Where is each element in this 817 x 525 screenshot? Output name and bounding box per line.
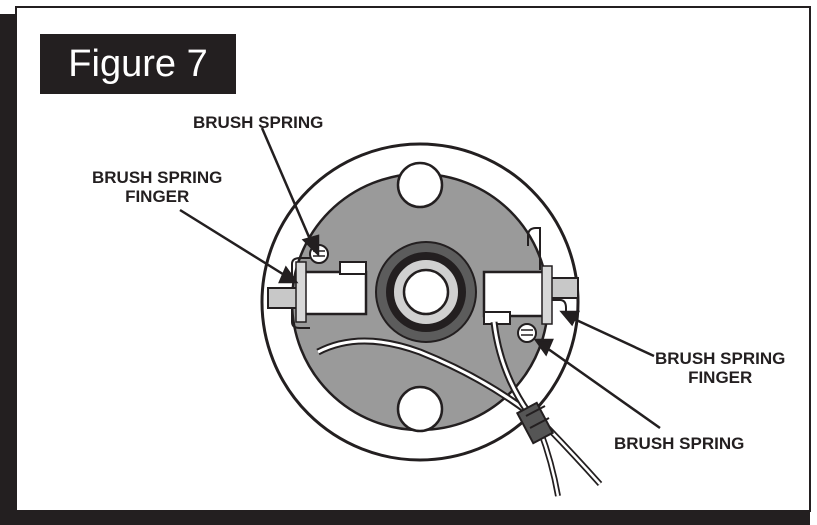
leader-lines — [179, 127, 661, 430]
arrowhead-right-finger — [559, 310, 581, 327]
callout-bottom-right-brush-spring: BRUSH SPRING — [614, 434, 744, 453]
callout-left-brush-spring-finger-line1: BRUSH SPRING — [92, 168, 223, 187]
wire-connector — [515, 401, 555, 445]
leader-bottom-right-spring — [543, 344, 661, 430]
figure-label: Figure 7 — [40, 34, 236, 94]
right-brush-screw — [517, 323, 537, 343]
callout-left-brush-spring-finger: BRUSH SPRING FINGER — [92, 168, 222, 206]
mounting-hole-top — [396, 161, 444, 209]
callout-left-brush-spring-finger-line2: FINGER — [125, 187, 190, 206]
callout-bottom-right-brush-spring-line1: BRUSH SPRING — [614, 434, 745, 453]
callout-right-brush-spring-finger-line1: BRUSH SPRING — [655, 349, 786, 368]
right-brush-holder — [482, 227, 579, 325]
arrowhead-top-left-spring — [301, 234, 320, 258]
left-brush-holder — [267, 257, 368, 329]
leader-right-finger — [571, 316, 655, 358]
callout-right-brush-spring-finger: BRUSH SPRING FINGER — [655, 349, 785, 387]
center-hub — [375, 241, 477, 343]
mounting-hole-bottom — [396, 385, 444, 433]
callout-top-left-brush-spring-line1: BRUSH SPRING — [193, 113, 324, 132]
arrowhead-bottom-right-spring — [533, 338, 554, 357]
callout-right-brush-spring-finger-line2: FINGER — [688, 368, 753, 387]
leader-left-finger — [179, 208, 287, 278]
callout-top-left-brush-spring: BRUSH SPRING — [193, 113, 323, 132]
arrowhead-left-finger — [278, 265, 299, 284]
leader-top-left-spring — [260, 127, 314, 245]
